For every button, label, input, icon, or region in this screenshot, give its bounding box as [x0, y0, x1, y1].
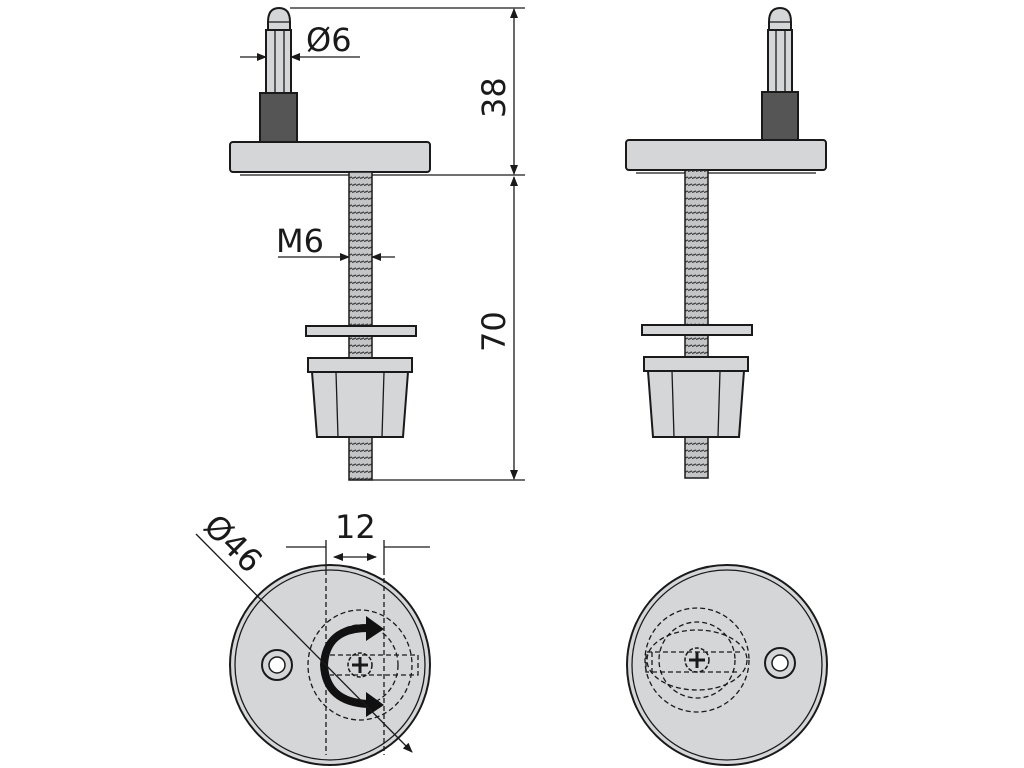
- washer: [641, 324, 753, 336]
- base-diameter-label: Ø46: [196, 507, 269, 580]
- pin-head: [768, 6, 792, 31]
- left-plan-view: [229, 564, 431, 766]
- base-disc: [229, 564, 431, 766]
- base-disc-inner-edge: [234, 569, 426, 761]
- screw-head-icon: [347, 652, 373, 678]
- pin-diameter-label: Ø6: [306, 21, 352, 59]
- washer: [305, 325, 417, 337]
- dimension-thread: M6: [276, 222, 395, 261]
- nut-top: [307, 357, 413, 373]
- pin-sleeve: [761, 91, 799, 141]
- right-plan-view: [626, 564, 828, 766]
- base-plate: [229, 141, 431, 173]
- pin-shaft: [265, 29, 292, 94]
- bolt-length-label: 70: [475, 311, 513, 352]
- base-disc: [626, 564, 828, 766]
- nut-body: [646, 370, 746, 438]
- right-side-view: [625, 6, 827, 479]
- dimension-offset: 12: [286, 508, 430, 570]
- pin-shaft: [767, 29, 793, 93]
- base-plate: [625, 139, 827, 171]
- pin-head: [267, 6, 291, 31]
- dimension-pin-diameter: Ø6: [240, 21, 360, 61]
- thread-label: M6: [276, 222, 324, 260]
- dimension-length-70: 70: [372, 176, 525, 481]
- screw-head-icon: [684, 647, 710, 673]
- pin-height-label: 38: [475, 77, 513, 118]
- nut-top: [643, 356, 749, 372]
- pin-sleeve: [259, 92, 298, 143]
- left-side-view: [229, 6, 431, 481]
- nut-body: [310, 371, 410, 438]
- offset-label: 12: [335, 508, 376, 546]
- dimension-height-38: 38: [290, 7, 525, 176]
